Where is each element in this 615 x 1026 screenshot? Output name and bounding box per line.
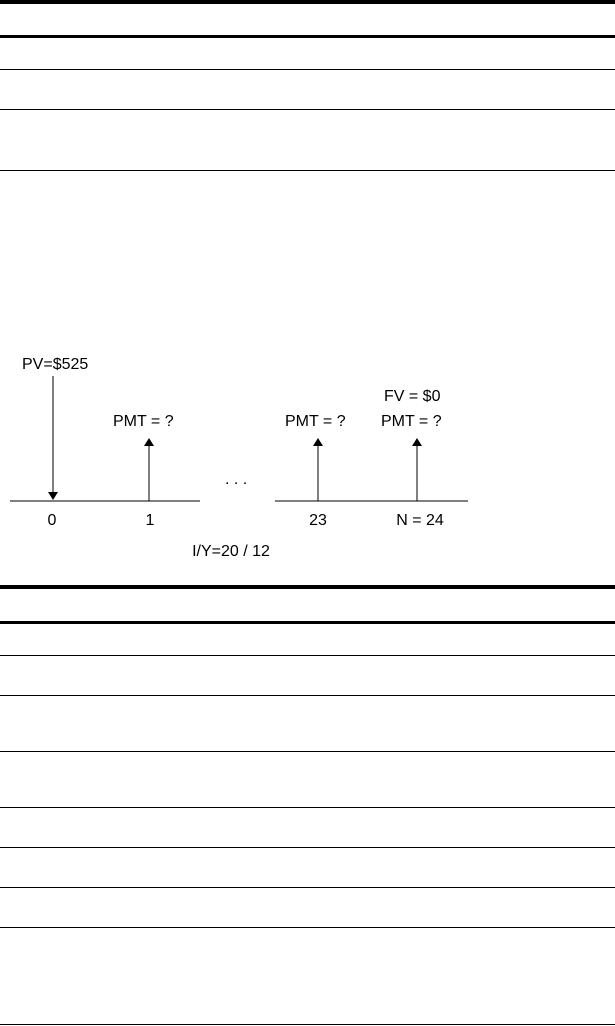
fv-label: FV = $0 xyxy=(384,388,441,405)
bottom-table-row-rule-3 xyxy=(0,751,615,752)
pmt-label-24: PMT = ? xyxy=(381,413,442,430)
bottom-table-row-rule-4 xyxy=(0,807,615,808)
bottom-table-header-rule xyxy=(0,621,615,624)
bottom-table-row-rule-5 xyxy=(0,847,615,848)
bottom-table-row-rule-7 xyxy=(0,927,615,928)
tick-label-0: 0 xyxy=(48,512,57,529)
pmt-arrowhead-23-icon xyxy=(313,438,323,446)
top-table-row-rule-1 xyxy=(0,69,615,70)
pv-arrowhead-icon xyxy=(48,492,58,500)
rate-label: I/Y=20 / 12 xyxy=(192,543,270,560)
pv-label: PV=$525 xyxy=(22,356,88,373)
cash-flow-diagram: PV=$525 PMT = ? PMT = ? FV = $0 PMT = ? … xyxy=(10,356,468,560)
top-table-row-rule-3 xyxy=(0,170,615,171)
bottom-table-border-top xyxy=(0,585,615,589)
tick-label-24: N = 24 xyxy=(396,512,444,529)
tick-label-1: 1 xyxy=(146,512,155,529)
tick-label-23: 23 xyxy=(309,512,327,529)
top-table-border-top xyxy=(0,0,615,4)
bottom-table-row-rule-6 xyxy=(0,887,615,888)
pmt-label-23: PMT = ? xyxy=(285,413,346,430)
pmt-arrowhead-1-icon xyxy=(144,438,154,446)
pmt-label-1: PMT = ? xyxy=(113,413,174,430)
top-table-header-rule xyxy=(0,35,615,38)
pmt-arrowhead-24-icon xyxy=(412,438,422,446)
top-table-row-rule-2 xyxy=(0,109,615,110)
bottom-table-border-bottom xyxy=(0,1024,615,1025)
bottom-table-row-rule-1 xyxy=(0,655,615,656)
bottom-table-row-rule-2 xyxy=(0,695,615,696)
timeline-ellipsis: . . . xyxy=(225,471,247,488)
